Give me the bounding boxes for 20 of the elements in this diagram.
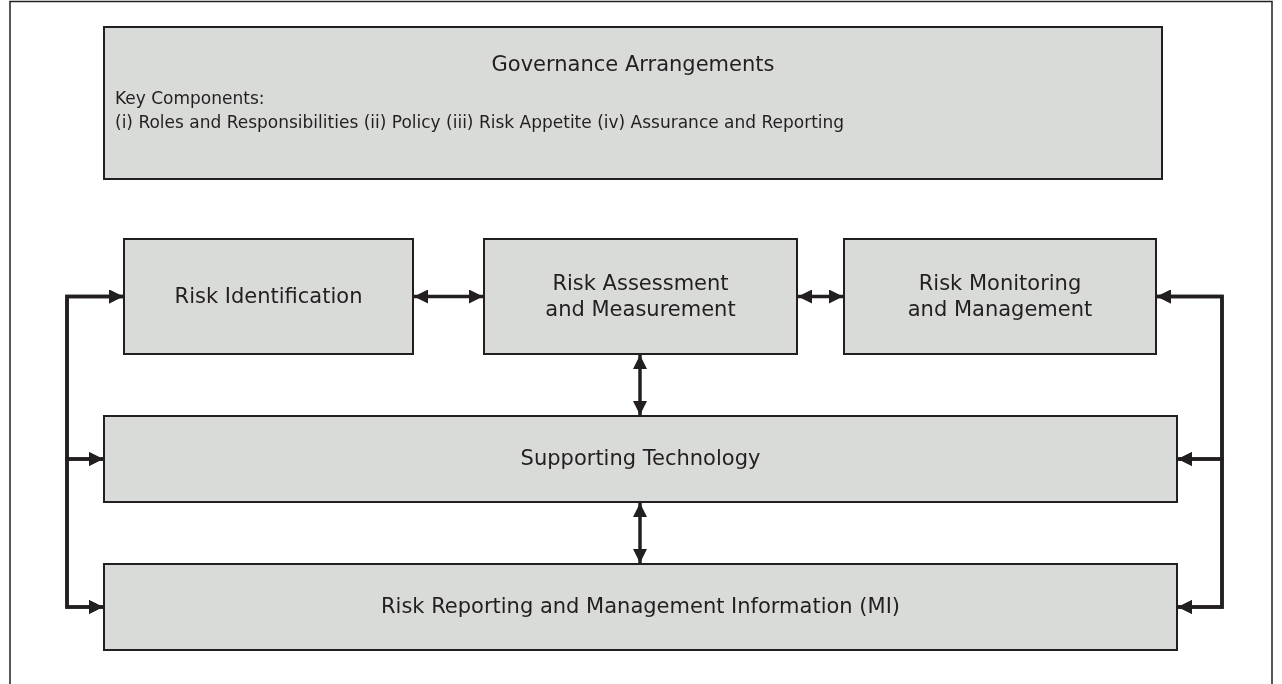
process-box [483,238,798,355]
process-box [103,563,1178,651]
box-label: Risk Identification [174,283,363,310]
double-arrow [633,355,647,415]
double-arrow [65,289,123,614]
double-arrow [798,289,843,304]
box-label: Risk Reporting and Management Information (MI) [380,594,901,620]
governance-panel [103,26,1163,180]
box-label: Supporting Technology [520,446,761,472]
process-box [123,238,414,355]
double-arrow [1157,289,1224,614]
subheading-text: Key Components: [115,88,265,109]
box-label: Risk Assessment and Measurement [544,271,737,322]
component-list-text: (i) Roles and Responsibilities (ii) Policy (iii) Risk Appetite (iv) Assurance and Reporting [115,111,845,132]
double-arrow [633,503,647,563]
box-label: Risk Monitoring and Management [906,271,1094,322]
process-box [843,238,1157,355]
double-arrow [414,289,483,304]
panel-heading: Governance Arrangements [491,52,775,78]
process-box [103,415,1178,503]
